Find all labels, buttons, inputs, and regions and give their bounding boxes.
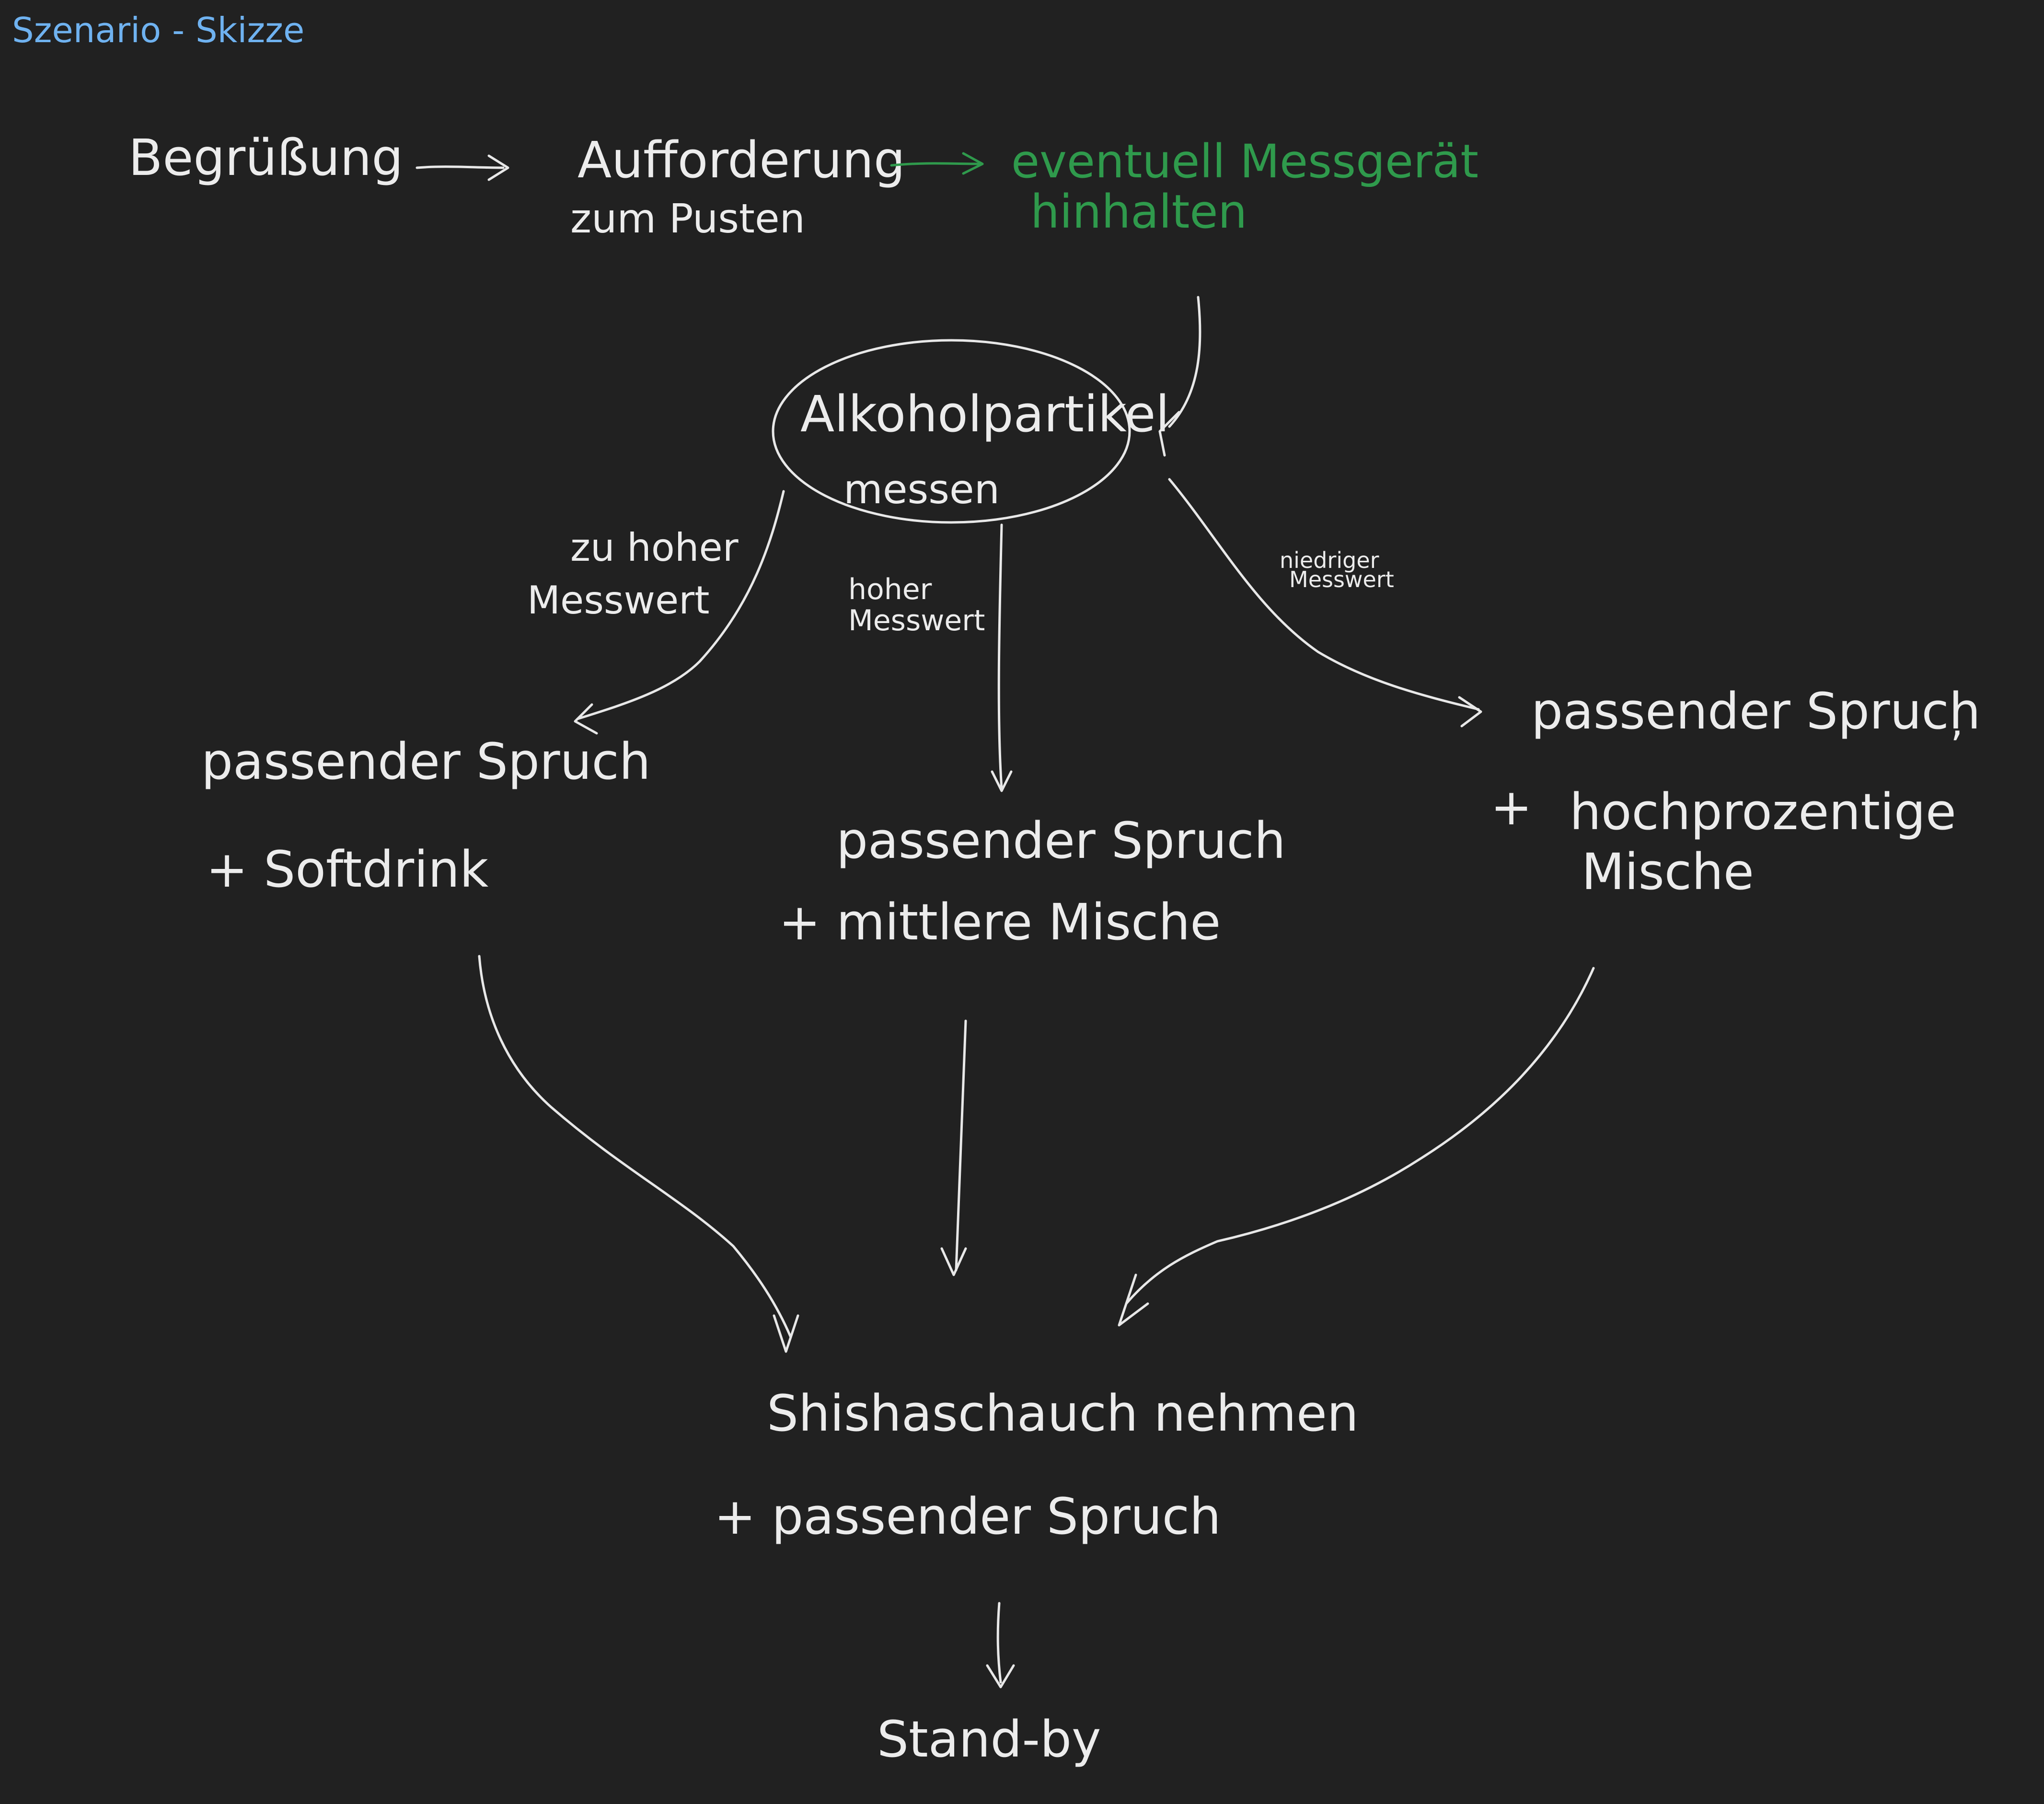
arrow-measure-to-right — [1168, 478, 1482, 728]
edge-label-low-line1: niedriger — [1280, 547, 1379, 573]
arrow-bottom-to-standby — [986, 1602, 1015, 1688]
node-middle-line1: passender Spruch — [836, 811, 1286, 870]
node-bottom-line2: + passender Spruch — [714, 1487, 1221, 1546]
edge-label-too-high-line1: zu hoher — [570, 525, 739, 570]
node-optional-line1: eventuell Messgerät — [1011, 135, 1478, 188]
diagram-title: Szenario - Skizze — [12, 10, 304, 50]
node-left-line1: passender Spruch — [201, 732, 651, 791]
edge-label-low-line2: Messwert — [1289, 567, 1394, 592]
arrow-left-to-bottom — [478, 955, 799, 1353]
node-measure-line2: messen — [843, 466, 1000, 513]
node-right-line1: passender Spruch — [1531, 682, 1981, 740]
arrow-measure-to-left — [574, 490, 785, 735]
edge-label-high-line2: Messwert — [848, 604, 985, 637]
node-right-plus: + — [1490, 778, 1532, 836]
measure-ellipse — [772, 339, 1131, 524]
node-left-line2: + Softdrink — [206, 840, 488, 899]
node-measure-line1: Alkoholpartikel — [800, 385, 1169, 443]
node-right-line2: hochprozentige — [1570, 783, 1956, 841]
node-right-comma: , — [1951, 698, 1963, 745]
node-measure: Alkoholpartikel messen — [772, 339, 1169, 524]
node-greeting: Begrüßung — [128, 128, 403, 187]
edge-label-too-high-line2: Messwert — [527, 578, 710, 623]
node-optional-line2: hinhalten — [1030, 185, 1247, 239]
arrow-greeting-to-prompt — [416, 154, 509, 181]
arrow-right-to-bottom — [1118, 967, 1595, 1327]
edge-label-high-line1: hoher — [848, 573, 932, 606]
node-right-line3: Mische — [1582, 843, 1754, 901]
node-middle-line2: + mittlere Mische — [779, 893, 1221, 951]
node-standby: Stand-by — [877, 1710, 1101, 1769]
arrow-middle-to-bottom — [940, 1019, 967, 1276]
node-prompt-line2: zum Pusten — [570, 195, 805, 242]
arrow-optional-to-measure — [1158, 296, 1201, 457]
node-bottom-line1: Shishaschauch nehmen — [767, 1384, 1359, 1443]
arrow-measure-to-middle — [991, 523, 1013, 792]
node-prompt-line1: Aufforderung — [577, 131, 905, 189]
arrow-prompt-to-optional — [890, 152, 984, 175]
